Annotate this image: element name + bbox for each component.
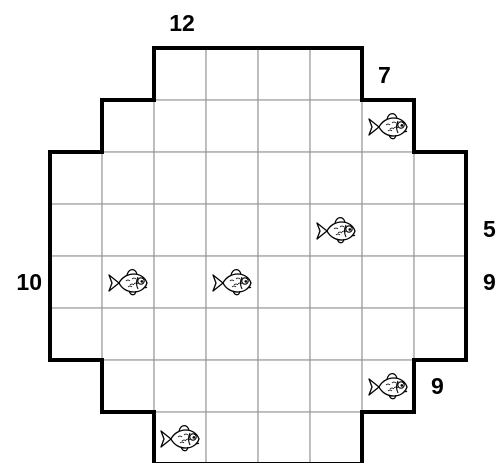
grid-cell[interactable] bbox=[258, 204, 310, 256]
grid-cell[interactable] bbox=[310, 360, 362, 412]
row-clue-left-4: 10 bbox=[16, 271, 42, 294]
grid-cell[interactable] bbox=[102, 152, 154, 204]
grid-cell[interactable] bbox=[206, 412, 258, 463]
grid-cells bbox=[50, 48, 466, 463]
grid-cell[interactable] bbox=[362, 152, 414, 204]
grid-cell[interactable] bbox=[102, 204, 154, 256]
grid-cell[interactable] bbox=[258, 256, 310, 308]
grid-cell[interactable] bbox=[414, 256, 466, 308]
grid-cell[interactable] bbox=[154, 360, 206, 412]
grid-cell[interactable] bbox=[50, 204, 102, 256]
grid-cell[interactable] bbox=[258, 100, 310, 152]
grid-cell[interactable] bbox=[310, 100, 362, 152]
fish-pupil bbox=[349, 228, 352, 231]
grid-cell[interactable] bbox=[50, 152, 102, 204]
grid-cell[interactable] bbox=[310, 152, 362, 204]
fish-pupil bbox=[193, 436, 196, 439]
row-clue-right-4: 9 bbox=[483, 271, 496, 294]
grid-cell[interactable] bbox=[258, 412, 310, 463]
row-clue-right-1: 7 bbox=[378, 64, 391, 87]
grid-cell[interactable] bbox=[154, 204, 206, 256]
grid-cell[interactable] bbox=[310, 308, 362, 360]
grid-cell[interactable] bbox=[154, 152, 206, 204]
grid-cell[interactable] bbox=[102, 100, 154, 152]
grid-cell[interactable] bbox=[154, 100, 206, 152]
grid-cell[interactable] bbox=[310, 48, 362, 100]
grid-cell[interactable] bbox=[258, 152, 310, 204]
grid-cell[interactable] bbox=[362, 308, 414, 360]
grid-cell[interactable] bbox=[206, 100, 258, 152]
grid-cell[interactable] bbox=[50, 256, 102, 308]
grid-cell[interactable] bbox=[102, 308, 154, 360]
grid-cell[interactable] bbox=[258, 308, 310, 360]
column-clue-top: 12 bbox=[169, 12, 195, 35]
grid-cell[interactable] bbox=[414, 308, 466, 360]
grid-cell[interactable] bbox=[206, 360, 258, 412]
grid-cell[interactable] bbox=[154, 256, 206, 308]
grid-cell[interactable] bbox=[362, 204, 414, 256]
row-clue-right-6: 9 bbox=[431, 375, 444, 398]
grid-cell[interactable] bbox=[258, 360, 310, 412]
grid-cell[interactable] bbox=[310, 256, 362, 308]
fish-pupil bbox=[141, 280, 144, 283]
grid-cell[interactable] bbox=[154, 308, 206, 360]
grid-cell[interactable] bbox=[154, 48, 206, 100]
grid-cell[interactable] bbox=[206, 48, 258, 100]
grid-cell[interactable] bbox=[102, 360, 154, 412]
grid-cell[interactable] bbox=[206, 152, 258, 204]
grid-cell[interactable] bbox=[310, 412, 362, 463]
grid-cell[interactable] bbox=[362, 256, 414, 308]
row-clue-right-3: 5 bbox=[483, 218, 496, 241]
grid-cell[interactable] bbox=[206, 308, 258, 360]
grid-cell[interactable] bbox=[50, 308, 102, 360]
grid-cell[interactable] bbox=[258, 48, 310, 100]
grid-cell[interactable] bbox=[414, 204, 466, 256]
fish-pupil bbox=[401, 384, 404, 387]
grid-cell[interactable] bbox=[414, 152, 466, 204]
fish-pupil bbox=[401, 124, 404, 127]
grid-cell[interactable] bbox=[206, 204, 258, 256]
fish-pupil bbox=[245, 280, 248, 283]
